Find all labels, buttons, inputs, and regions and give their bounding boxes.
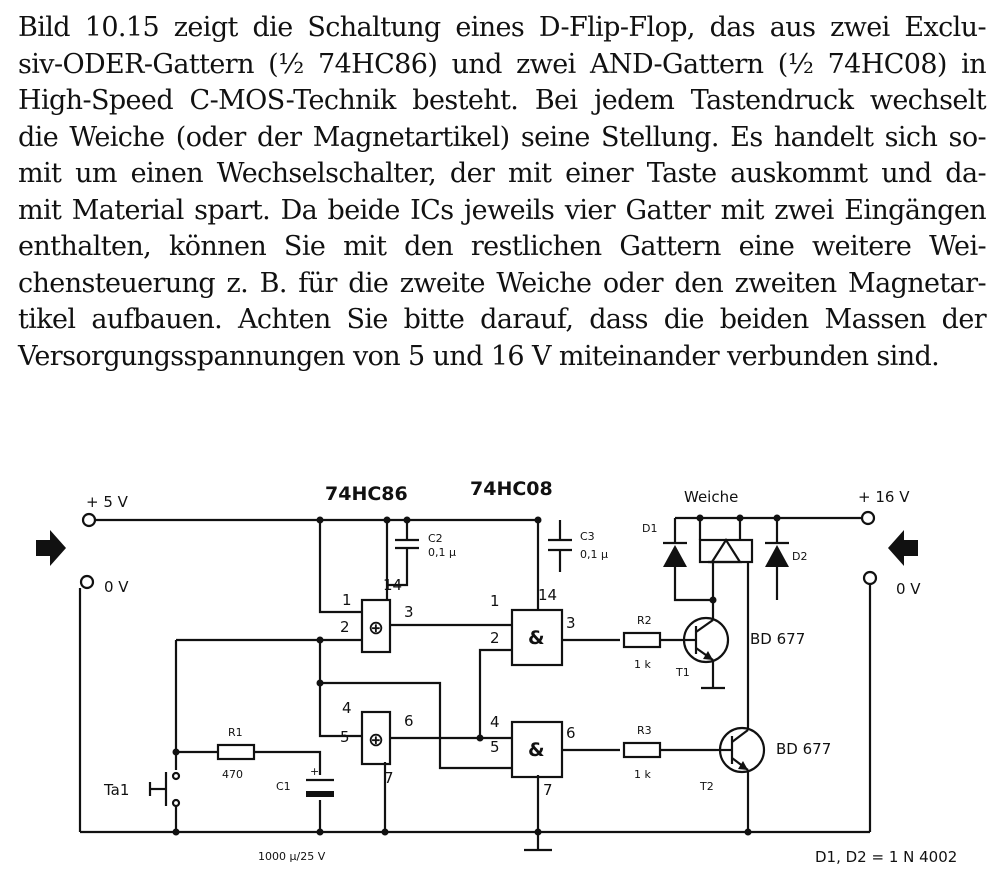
c3-name: C3 — [580, 530, 595, 543]
and-symbol: & — [528, 739, 545, 761]
pin-label: 6 — [404, 712, 414, 730]
pin-label: 6 — [566, 724, 576, 742]
ic-xor-label: 74HC86 — [325, 483, 408, 505]
c1-name: C1 — [276, 780, 291, 793]
paragraph-line: Versorgungsspannungen von 5 und 16 V mit… — [18, 340, 940, 372]
supply-16v-label: + 16 V — [858, 488, 910, 506]
xor-symbol: ⊕ — [368, 617, 384, 639]
pin-label: 7 — [543, 781, 553, 799]
c3-value: 0,1 µ — [580, 548, 608, 561]
resistor-r3: R3 1 k — [622, 724, 662, 781]
pin-label: 1 — [342, 591, 352, 609]
description-paragraph: Bild 10.15 zeigt die Schaltung eines D-F… — [18, 10, 987, 375]
diode-footnote: D1, D2 = 1 N 4002 — [815, 848, 957, 866]
paragraph-line: High-Speed C-MOS-Technik besteht. Bei je… — [18, 85, 987, 116]
paragraph-line: die Weiche (oder der Magnetartikel) sein… — [18, 121, 987, 153]
input-arrow-icon — [36, 530, 66, 566]
diode-d1: D1 — [642, 522, 687, 567]
pin-label: 3 — [404, 603, 414, 621]
pin-label: 2 — [490, 629, 500, 647]
pin-label: 4 — [490, 713, 500, 731]
t2-name: T2 — [699, 780, 714, 793]
t2-type: BD 677 — [776, 740, 831, 758]
pin-label: 5 — [490, 738, 500, 756]
input-arrow-right-icon — [888, 530, 918, 566]
and-gate-1: & 1 2 3 14 — [490, 586, 576, 667]
capacitor-c3: C3 0,1 µ — [548, 530, 608, 561]
ground-left-label: 0 V — [104, 578, 129, 596]
xor-gate-2: ⊕ 4 5 6 7 — [340, 699, 414, 787]
wires — [78, 516, 872, 850]
load-label: Weiche — [684, 488, 738, 506]
turnout-coil: Weiche — [684, 488, 754, 564]
supply-5v-label: + 5 V — [86, 493, 129, 511]
paragraph-line: tikel aufbauen. Achten Sie bitte darauf,… — [18, 304, 987, 335]
terminal-0v-right — [862, 570, 878, 586]
paragraph-line: chensteuerung z. B. für die zweite Weich… — [18, 267, 987, 299]
paragraph-line: mit Material spart. Da beide ICs jeweils… — [18, 194, 987, 226]
c1-value: 1000 µ/25 V — [258, 850, 326, 863]
paragraph-line: siv-ODER-Gattern (½ 74HC86) und zwei AND… — [18, 48, 987, 80]
junction-dots — [172, 514, 781, 836]
pin-label: 2 — [340, 618, 350, 636]
terminal-0v-left — [79, 574, 95, 590]
t1-type: BD 677 — [750, 630, 805, 648]
r2-name: R2 — [637, 614, 652, 627]
pin-label: 14 — [538, 586, 557, 604]
c2-value: 0,1 µ — [428, 546, 456, 559]
c1-polarity: + — [310, 765, 319, 778]
capacitor-c1: + C1 1000 µ/25 V — [258, 765, 334, 863]
pin-label: 3 — [566, 614, 576, 632]
ic-and-label: 74HC08 — [470, 478, 553, 500]
diode-d2: D2 — [765, 541, 807, 567]
r3-name: R3 — [637, 724, 652, 737]
switch-ta1: Ta1 — [103, 771, 181, 808]
transistor-t2: BD 677 T2 — [699, 726, 831, 793]
transistor-t1: BD 677 T1 — [675, 616, 805, 690]
pin-label: 1 — [490, 592, 500, 610]
pin-label: 7 — [384, 769, 394, 787]
c2-name: C2 — [428, 532, 443, 545]
and-gate-2: & 4 5 6 7 — [490, 713, 576, 799]
terminal-5v — [81, 512, 97, 528]
terminal-16v — [860, 510, 876, 526]
and-symbol: & — [528, 627, 545, 649]
paragraph-line: enthalten, können Sie mit den restlichen… — [18, 231, 987, 262]
capacitor-c2: C2 0,1 µ — [395, 532, 456, 560]
pin-label: 5 — [340, 728, 350, 746]
resistor-r1: R1 470 — [216, 726, 256, 781]
paragraph-line: mit um einen Wechselschalter, der mit ei… — [18, 158, 987, 189]
t1-name: T1 — [675, 666, 690, 679]
xor-symbol: ⊕ — [368, 729, 384, 751]
d2-name: D2 — [792, 550, 807, 563]
r2-value: 1 k — [634, 658, 651, 671]
r1-value: 470 — [222, 768, 243, 781]
pin-label: 14 — [383, 576, 402, 594]
r3-value: 1 k — [634, 768, 651, 781]
pin-label: 4 — [342, 699, 352, 717]
xor-gate-1: ⊕ 1 2 3 14 — [340, 576, 414, 654]
resistor-r2: R2 1 k — [622, 614, 662, 671]
paragraph-line: Bild 10.15 zeigt die Schaltung eines D-F… — [18, 12, 987, 43]
d1-name: D1 — [642, 522, 657, 535]
switch-label: Ta1 — [103, 781, 129, 799]
ground-right-label: 0 V — [896, 580, 921, 598]
r1-name: R1 — [228, 726, 243, 739]
